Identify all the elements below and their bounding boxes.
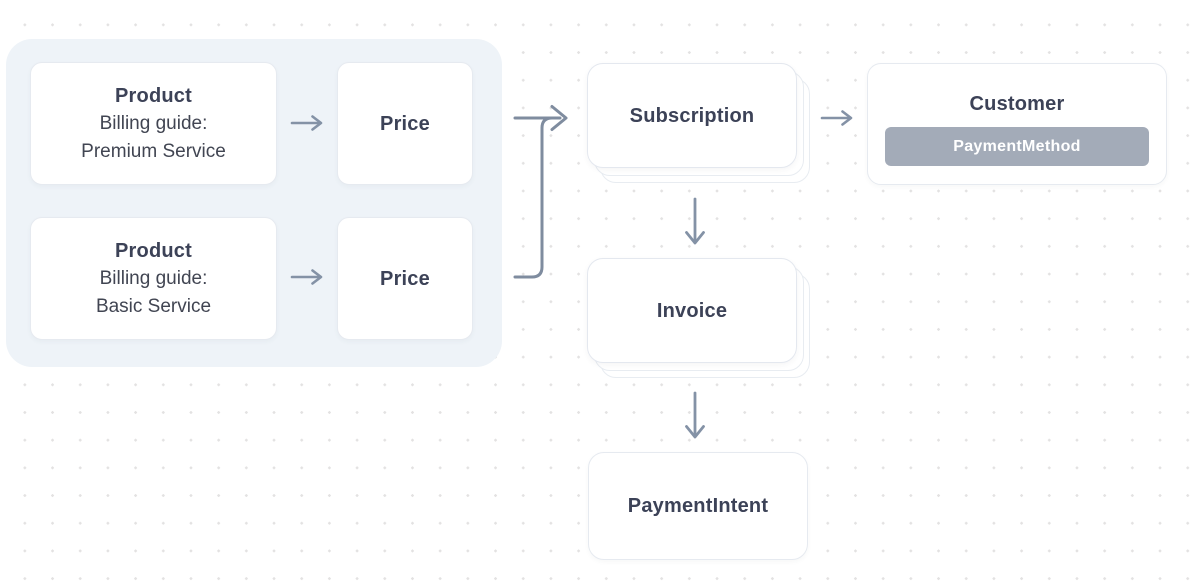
product-title: Product [115, 239, 192, 262]
arrow-down-icon [683, 391, 707, 441]
price-node-2: Price [337, 217, 473, 340]
product-title: Product [115, 84, 192, 107]
invoice-node: Invoice [587, 258, 810, 378]
customer-node: Customer PaymentMethod [867, 63, 1167, 185]
price-node-1: Price [337, 62, 473, 185]
product-node-premium: Product Billing guide: Premium Service [30, 62, 277, 185]
product-subtitle-line1: Billing guide: [99, 112, 208, 134]
payment-method-badge: PaymentMethod [885, 127, 1149, 166]
customer-label: Customer [969, 93, 1065, 115]
price-label: Price [380, 267, 430, 290]
subscription-card: Subscription [587, 63, 797, 168]
product-subtitle-line2: Basic Service [95, 295, 212, 317]
product-subtitle-line1: Billing guide: [99, 267, 208, 289]
price-label: Price [380, 112, 430, 135]
arrow-down-icon [683, 197, 707, 247]
payment-intent-label: PaymentIntent [627, 495, 769, 517]
product-subtitle-line2: Premium Service [81, 140, 226, 162]
subscription-label: Subscription [629, 104, 755, 127]
arrow-right-icon [820, 107, 856, 129]
arrow-right-icon [290, 112, 326, 134]
product-node-basic: Product Billing guide: Basic Service [30, 217, 277, 340]
invoice-card: Invoice [587, 258, 797, 363]
subscription-node: Subscription [587, 63, 810, 183]
payment-intent-node: PaymentIntent [588, 452, 808, 560]
arrow-right-icon [290, 266, 326, 288]
invoice-label: Invoice [656, 299, 728, 322]
